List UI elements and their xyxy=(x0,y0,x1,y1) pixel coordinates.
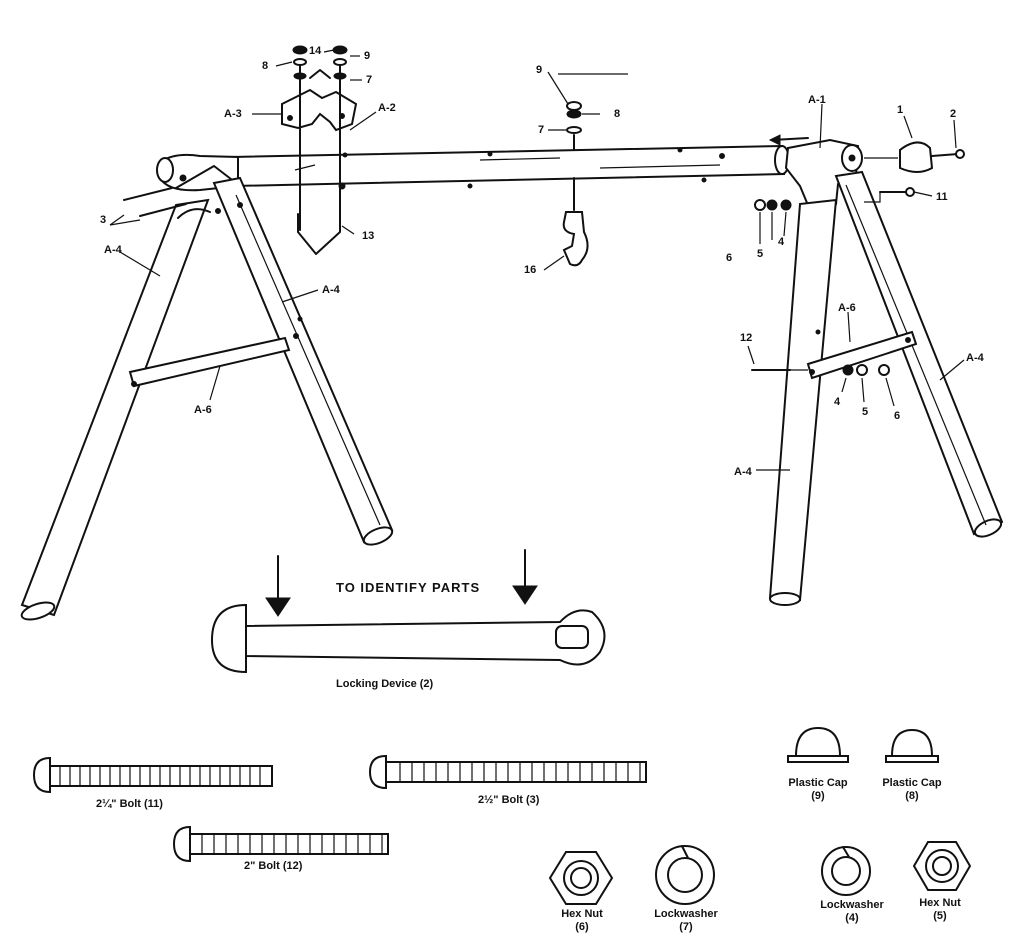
left-a-frame xyxy=(20,176,394,621)
callout-9-center: 9 xyxy=(536,64,543,76)
caption-bolt-11: 2¼" Bolt (11) xyxy=(96,798,163,810)
hex-nut-5-drawing xyxy=(912,841,972,891)
locking-device-drawing xyxy=(210,549,606,674)
caption-bolt-12: 2" Bolt (12) xyxy=(244,860,303,872)
plastic-cap-9-drawing xyxy=(787,726,849,763)
callout-11: 11 xyxy=(936,191,948,203)
callout-a4-right-outer: A-4 xyxy=(966,352,984,364)
leader-lines xyxy=(119,49,965,471)
callout-8-top: 8 xyxy=(262,60,269,72)
callout-a6-left: A-6 xyxy=(194,404,212,416)
callout-6-upper: 6 xyxy=(726,252,733,264)
caption-hex-nut-6-name: Hex Nut xyxy=(561,908,603,920)
callout-4-upper: 4 xyxy=(778,236,785,248)
right-a-frame xyxy=(751,134,1004,606)
caption-lockwasher-7: Lockwasher (7) xyxy=(648,908,724,934)
caption-hex-nut-5-num: (5) xyxy=(933,910,947,922)
callout-a6-right: A-6 xyxy=(838,302,856,314)
callout-a4-left-outer: A-4 xyxy=(104,244,122,256)
caption-lockwasher-7-num: (7) xyxy=(679,921,693,933)
caption-plastic-cap-9-num: (9) xyxy=(811,790,825,802)
lockwasher-4-drawing xyxy=(821,846,871,896)
bolt-3-drawing xyxy=(109,187,187,226)
caption-plastic-cap-8-num: (8) xyxy=(905,790,919,802)
callout-3: 3 xyxy=(100,214,107,226)
callout-a2: A-2 xyxy=(378,102,396,114)
callout-7-top: 7 xyxy=(366,74,373,86)
bolt-12-drawing xyxy=(172,825,389,863)
caption-lockwasher-4: Lockwasher (4) xyxy=(814,899,890,925)
caption-plastic-cap-8: Plastic Cap (8) xyxy=(880,777,944,803)
caption-lockwasher-4-name: Lockwasher xyxy=(820,899,884,911)
callout-4-lower: 4 xyxy=(834,396,841,408)
hook-16 xyxy=(467,73,707,267)
callout-7-center: 7 xyxy=(538,124,545,136)
bolt-3-detail-drawing xyxy=(368,754,647,790)
hex-nut-6-drawing xyxy=(548,851,614,905)
callout-5-upper: 5 xyxy=(757,248,764,260)
callout-8-center: 8 xyxy=(614,108,621,120)
callout-a1: A-1 xyxy=(808,94,826,106)
callout-13: 13 xyxy=(362,230,375,242)
lockwasher-7-drawing xyxy=(655,845,715,905)
caption-hex-nut-6-num: (6) xyxy=(575,921,589,933)
callout-16: 16 xyxy=(524,264,537,276)
caption-plastic-cap-9: Plastic Cap (9) xyxy=(786,777,850,803)
caption-hex-nut-5: Hex Nut (5) xyxy=(910,897,970,923)
caption-lockwasher-4-num: (4) xyxy=(845,912,859,924)
caption-hex-nut-5-name: Hex Nut xyxy=(919,897,961,909)
callout-14: 14 xyxy=(309,45,322,57)
bolt-11-drawing xyxy=(32,756,273,794)
identify-parts-heading: TO IDENTIFY PARTS xyxy=(336,580,481,595)
callout-2: 2 xyxy=(950,108,957,120)
caption-plastic-cap-9-name: Plastic Cap xyxy=(788,777,848,789)
caption-hex-nut-6: Hex Nut (6) xyxy=(552,908,612,934)
callout-1: 1 xyxy=(897,104,904,116)
caption-lockwasher-7-name: Lockwasher xyxy=(654,908,718,920)
callout-a4-right-inner: A-4 xyxy=(734,466,752,478)
caption-plastic-cap-8-name: Plastic Cap xyxy=(882,777,942,789)
caption-locking-device: Locking Device (2) xyxy=(336,678,434,690)
callout-a3: A-3 xyxy=(224,108,242,120)
callout-6-lower: 6 xyxy=(894,410,901,422)
callout-5-lower: 5 xyxy=(862,406,869,418)
callout-12: 12 xyxy=(740,332,753,344)
callout-9-top: 9 xyxy=(364,50,371,62)
plastic-cap-8-drawing xyxy=(885,728,939,763)
callout-a4-left-inner: A-4 xyxy=(322,284,340,296)
caption-bolt-3: 2½" Bolt (3) xyxy=(478,794,540,806)
hanger-bracket-a3 xyxy=(281,45,358,255)
